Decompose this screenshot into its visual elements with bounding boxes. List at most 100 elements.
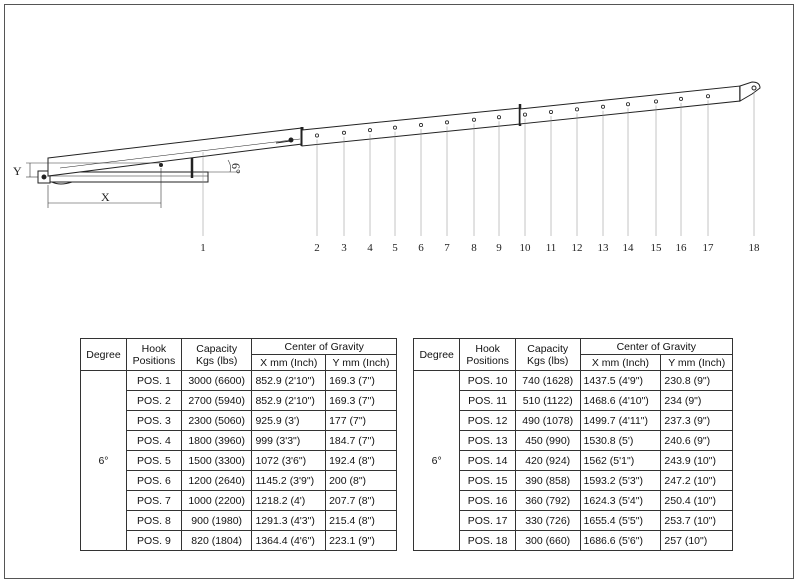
capacity-cell: 2300 (5060) (180, 410, 253, 431)
hook-position-cell: POS. 8 (125, 510, 182, 531)
capacity-cell: 330 (726) (514, 510, 581, 531)
cg-x-cell: 1593.2 (5'3") (579, 470, 662, 491)
x-col-header: X mm (Inch) (579, 354, 662, 371)
cg-y-cell: 247.2 (10") (660, 470, 733, 491)
hook-point (549, 109, 554, 114)
y-col-header: Y mm (Inch) (325, 354, 397, 371)
cg-y-cell: 243.9 (10") (660, 450, 733, 471)
position-label: 18 (749, 242, 761, 254)
center-of-gravity-header: Center of Gravity (579, 338, 734, 355)
position-label: 4 (367, 242, 373, 254)
cg-y-cell: 169.3 (7") (325, 370, 397, 391)
cg-x-cell: 1291.3 (4'3") (251, 510, 327, 531)
cg-x-cell: 1686.6 (5'6") (579, 530, 662, 551)
y-dimension (26, 162, 160, 178)
capacity-cell: 420 (924) (514, 450, 581, 471)
hook-position-cell: POS. 1 (125, 370, 182, 391)
hook-point (392, 125, 397, 130)
cg-x-cell: 1218.2 (4') (251, 490, 327, 511)
y-col-header: Y mm (Inch) (660, 354, 733, 371)
capacity-cell: 510 (1122) (514, 390, 581, 411)
cg-x-cell: 1624.3 (5'4") (579, 490, 662, 511)
cg-x-cell: 1468.6 (4'10") (579, 390, 662, 411)
position-label: 17 (703, 242, 715, 254)
position-label: 8 (471, 242, 477, 254)
cg-y-cell: 200 (8") (325, 470, 397, 491)
x-dimension (47, 168, 162, 208)
capacity-cell: 900 (1980) (180, 510, 253, 531)
hook-position-cell: POS. 7 (125, 490, 182, 511)
hook-point (367, 128, 372, 133)
capacity-cell: 3000 (6600) (180, 370, 253, 391)
hook-position-cell: POS. 16 (459, 490, 516, 511)
position-label: 6 (418, 242, 424, 254)
cg-x-cell: 852.9 (2'10") (251, 390, 327, 411)
boom-section-outer (47, 127, 304, 177)
hook-position-cell: POS. 12 (459, 410, 516, 431)
hook-point (444, 120, 449, 125)
hook-position-cell: POS. 11 (459, 390, 516, 411)
cg-y-cell: 237.3 (9") (660, 410, 733, 431)
cg-x-cell: 1499.7 (4'11") (579, 410, 662, 431)
cg-x-cell: 925.9 (3') (251, 410, 327, 431)
hook-position-cell: POS. 14 (459, 450, 516, 471)
y-dimension-label: Y (13, 164, 22, 178)
cg-y-cell: 257 (10") (660, 530, 733, 551)
position-label: 2 (314, 242, 320, 254)
cg-x-cell: 1437.5 (4'9") (579, 370, 662, 391)
hook-point (471, 117, 476, 122)
position-label: 11 (546, 242, 557, 254)
hook-points (314, 94, 711, 138)
hook-point (418, 123, 423, 128)
cg-x-cell: 1530.8 (5') (579, 430, 662, 451)
boom-section-mid (301, 104, 522, 147)
position-label: 9 (496, 242, 502, 254)
cg-y-cell: 250.4 (10") (660, 490, 733, 511)
cg-y-cell: 215.4 (8") (325, 510, 397, 531)
cg-y-cell: 223.1 (9") (325, 530, 397, 551)
center-of-gravity-header: Center of Gravity (251, 338, 397, 355)
hook-position-cell: POS. 18 (459, 530, 516, 551)
hook-point (626, 102, 631, 107)
hook-position-cell: POS. 13 (459, 430, 516, 451)
hook-point (314, 133, 319, 138)
position-label: 7 (444, 242, 450, 254)
capacity-cell: 490 (1078) (514, 410, 581, 431)
cg-x-cell: 852.9 (2'10") (251, 370, 327, 391)
position-label: 1 (200, 242, 206, 254)
cg-x-cell: 1364.4 (4'6") (251, 530, 327, 551)
capacity-cell: 740 (1628) (514, 370, 581, 391)
position-label: 15 (651, 242, 663, 254)
position-label: 14 (623, 242, 635, 254)
hook-position-cell: POS. 15 (459, 470, 516, 491)
page-frame (4, 4, 794, 579)
degree-header: Degree (80, 338, 127, 371)
capacity-cell: 1200 (2640) (180, 470, 253, 491)
hook-position-cell: POS. 3 (125, 410, 182, 431)
hook-position-cell: POS. 2 (125, 390, 182, 411)
hook-point (601, 104, 606, 109)
cg-y-cell: 177 (7") (325, 410, 397, 431)
hook-position-cell: POS. 10 (459, 370, 516, 391)
angle-marker (196, 159, 240, 173)
hook-point (523, 112, 528, 117)
x-col-header: X mm (Inch) (251, 354, 327, 371)
cg-y-cell: 184.7 (7") (325, 430, 397, 451)
cg-x-cell: 1562 (5'1") (579, 450, 662, 471)
cg-y-cell: 169.3 (7") (325, 390, 397, 411)
